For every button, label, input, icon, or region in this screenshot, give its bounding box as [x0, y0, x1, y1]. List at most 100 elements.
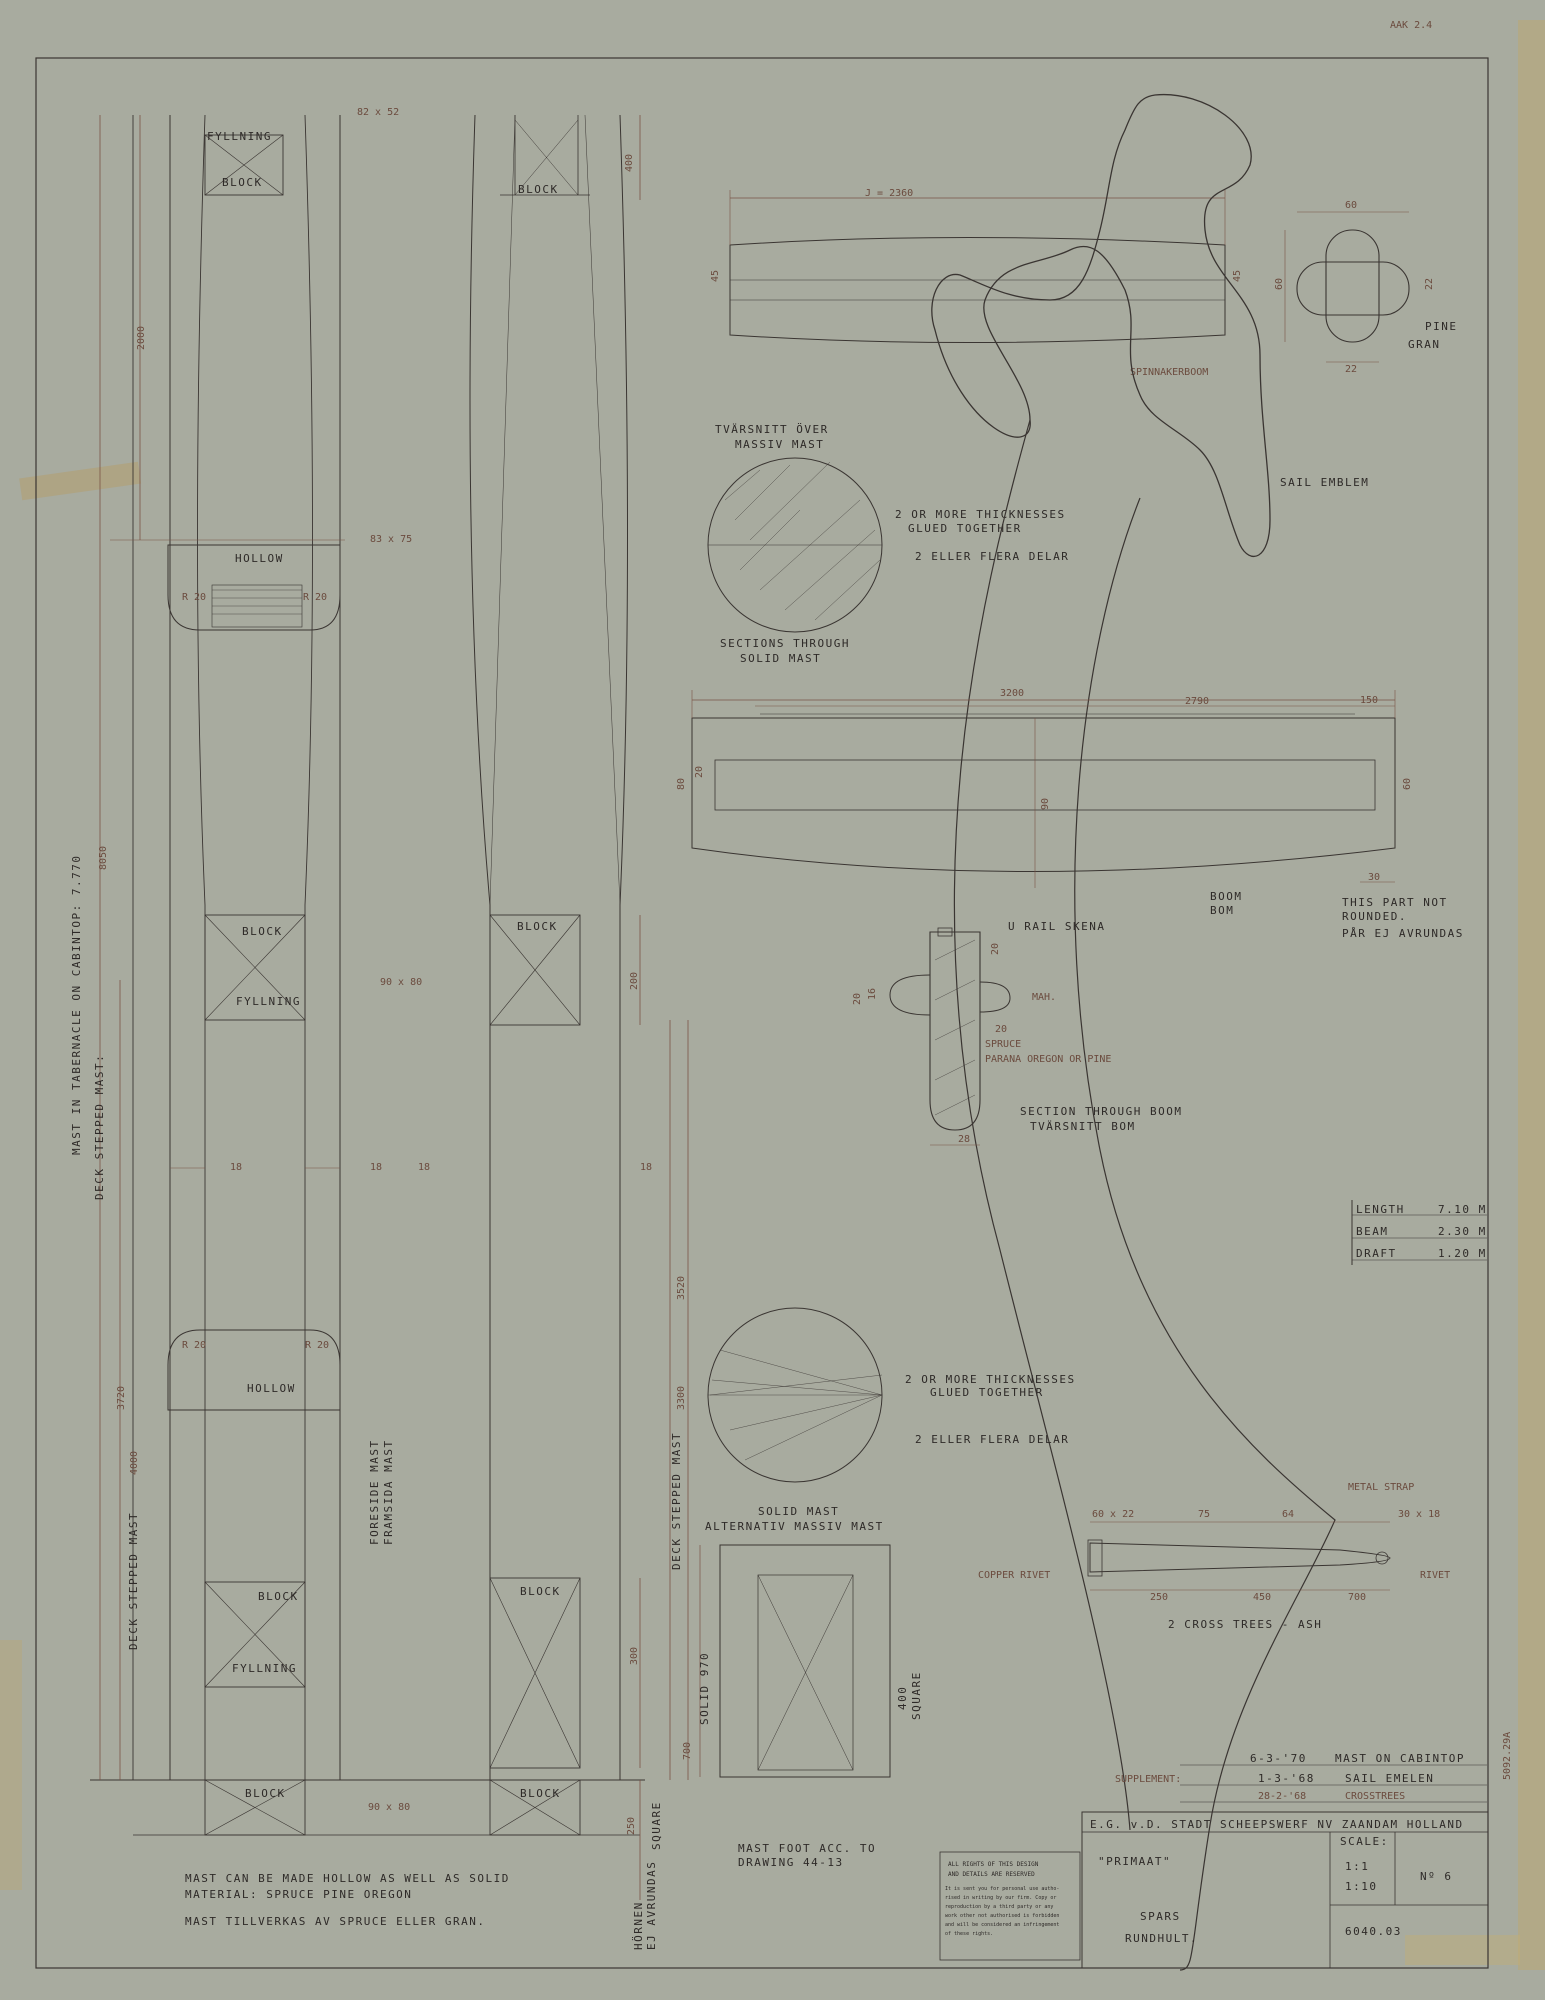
- tb-rundhult: RUNDHULT.: [1125, 1932, 1198, 1945]
- tube-22a: 22: [1424, 278, 1435, 290]
- block-bottom: BLOCK: [245, 1787, 286, 1800]
- dim-90x80-bottom: 90 x 80: [368, 1802, 410, 1813]
- mast-foot-2: DRAWING 44-13: [738, 1856, 844, 1869]
- ct-700: 700: [1348, 1592, 1366, 1603]
- boom-note3: PÅR EJ AVRUNDAS: [1342, 927, 1464, 940]
- spinnaker-dim-j: J = 2360: [865, 188, 913, 199]
- ct-copper: COPPER RIVET: [978, 1570, 1050, 1581]
- spec-beam-key: BEAM: [1356, 1225, 1389, 1238]
- boom-60: 60: [1402, 778, 1413, 790]
- ct-caption: 2 CROSS TREES - ASH: [1168, 1618, 1322, 1631]
- boom-note1: THIS PART NOT: [1342, 896, 1448, 909]
- tb-scale-1: 1:1: [1345, 1860, 1369, 1873]
- spinnaker-label: SPINNAKERBOOM: [1130, 367, 1208, 378]
- rights-1: ALL RIGHTS OF THIS DESIGN: [948, 1861, 1039, 1868]
- hollow-low: HOLLOW: [247, 1382, 296, 1395]
- spinnaker-boom: [729, 190, 1226, 343]
- dim-18a: 18: [230, 1162, 242, 1173]
- boom-section-caption1: SECTION THROUGH BOOM: [1020, 1105, 1182, 1118]
- rights-4: rised in writing by our firm. Copy or: [945, 1895, 1056, 1901]
- rights-6: work other not authorised is forbidden: [945, 1913, 1059, 1919]
- tb-number: Nº 6: [1420, 1870, 1453, 1883]
- fyllning-mid: FYLLNING: [236, 995, 301, 1008]
- rights-box: [939, 1851, 1081, 1961]
- tb-boat: "PRIMAAT": [1098, 1855, 1171, 1868]
- deck-stepped-label: DECK STEPPED MAST:: [93, 1054, 106, 1200]
- boom-20: 20: [694, 766, 705, 778]
- deck-stepped-mast-right: DECK STEPPED MAST: [670, 1432, 683, 1570]
- fyllning-top: FYLLNING: [207, 130, 272, 143]
- tabernacle-label: MAST IN TABERNACLE ON CABINTOP: 7.770: [70, 854, 83, 1155]
- tube-gran: GRAN: [1408, 338, 1441, 351]
- solid-top-caption2: SOLID MAST: [740, 652, 821, 665]
- radius-2: R 20: [303, 592, 327, 603]
- len-8050: 8050: [98, 846, 109, 870]
- boom-150: 150: [1360, 695, 1378, 706]
- radius-4: R 20: [305, 1340, 329, 1351]
- horn-1: HÖRNEN: [632, 1901, 645, 1950]
- tb-drawing-no: 6040.03: [1345, 1925, 1402, 1938]
- tube-60b: 60: [1274, 278, 1285, 290]
- ct-60x22: 60 x 22: [1092, 1509, 1134, 1520]
- tb-spars: SPARS: [1140, 1910, 1181, 1923]
- boom-section-top: U RAIL SKENA: [1008, 920, 1105, 933]
- tube-section: [1284, 211, 1410, 363]
- boom-30: 30: [1368, 872, 1380, 883]
- mast-foot-square: [699, 1544, 891, 1778]
- framsida-label: FRAMSIDA MAST: [382, 1439, 395, 1545]
- rights-2: AND DETAILS ARE RESERVED: [948, 1871, 1035, 1878]
- corner-ref: AAK 2.4: [1390, 20, 1432, 31]
- solid-low-note1: 2 OR MORE THICKNESSES: [905, 1373, 1076, 1386]
- solid-top-caption1: SECTIONS THROUGH: [720, 637, 850, 650]
- rights-8: of these rights.: [945, 1931, 993, 1937]
- horn-3: SQUARE: [650, 1801, 663, 1850]
- boom-section-caption2: TVÄRSNITT BOM: [1030, 1120, 1136, 1133]
- boom: [691, 690, 1396, 888]
- boom-section-20a: 20: [852, 993, 863, 1005]
- len-2000: 2000: [136, 326, 147, 350]
- ct-rivet: RIVET: [1420, 1570, 1450, 1581]
- boom-section: [889, 927, 1011, 1146]
- dim-83x75: 83 x 75: [370, 534, 412, 545]
- rev-3-date: 28-2-'68: [1258, 1791, 1306, 1802]
- note-2: MATERIAL: SPRUCE PINE OREGON: [185, 1888, 412, 1901]
- spinnaker-45b: 45: [1232, 270, 1243, 282]
- rev-1-date: 6-3-'70: [1250, 1752, 1307, 1765]
- boom-label: BOOM: [1210, 890, 1243, 903]
- note-3: MAST TILLVERKAS AV SPRUCE ELLER GRAN.: [185, 1915, 486, 1928]
- ct-450: 450: [1253, 1592, 1271, 1603]
- radius-3: R 20: [182, 1340, 206, 1351]
- rev-1-text: MAST ON CABINTOP: [1335, 1752, 1465, 1765]
- deck-stepped-mast-left: DECK STEPPED MAST: [127, 1512, 140, 1650]
- ct-metal: METAL STRAP: [1348, 1482, 1414, 1493]
- boom-2790: 2790: [1185, 696, 1209, 707]
- ct-30x18: 30 x 18: [1398, 1509, 1440, 1520]
- boom-80: 80: [676, 778, 687, 790]
- boom-section-16: 16: [867, 988, 878, 1000]
- r-block-mid: BLOCK: [517, 920, 558, 933]
- square-label: SQUARE: [910, 1671, 923, 1720]
- rights-3: It is sent you for personal use autho-: [945, 1886, 1059, 1892]
- len-3520: 3520: [676, 1276, 687, 1300]
- crosstrees: [1087, 1521, 1391, 1591]
- boom-note2: ROUNDED.: [1342, 910, 1407, 923]
- boom-section-oregon: PARANA OREGON OR PINE: [985, 1054, 1111, 1065]
- ct-64: 64: [1282, 1509, 1294, 1520]
- fyllning-low: FYLLNING: [232, 1662, 297, 1675]
- rev-2-text: SAIL EMELEN: [1345, 1772, 1434, 1785]
- r-block-low: BLOCK: [520, 1585, 561, 1598]
- block-mid: BLOCK: [242, 925, 283, 938]
- sail-emblem-shape: [931, 93, 1271, 558]
- block-top: BLOCK: [222, 176, 263, 189]
- solid-low-cap1: SOLID MAST: [758, 1505, 839, 1518]
- radius-1: R 20: [182, 592, 206, 603]
- dim-18b: 18: [370, 1162, 382, 1173]
- title-block: [1081, 1811, 1489, 1969]
- tb-scale-label: SCALE:: [1340, 1835, 1389, 1848]
- solid-970: SOLID 970: [698, 1652, 711, 1725]
- solid-top-note1: 2 OR MORE THICKNESSES: [895, 508, 1066, 521]
- revisions: [1180, 1764, 1487, 1803]
- len-3300: 3300: [676, 1386, 687, 1410]
